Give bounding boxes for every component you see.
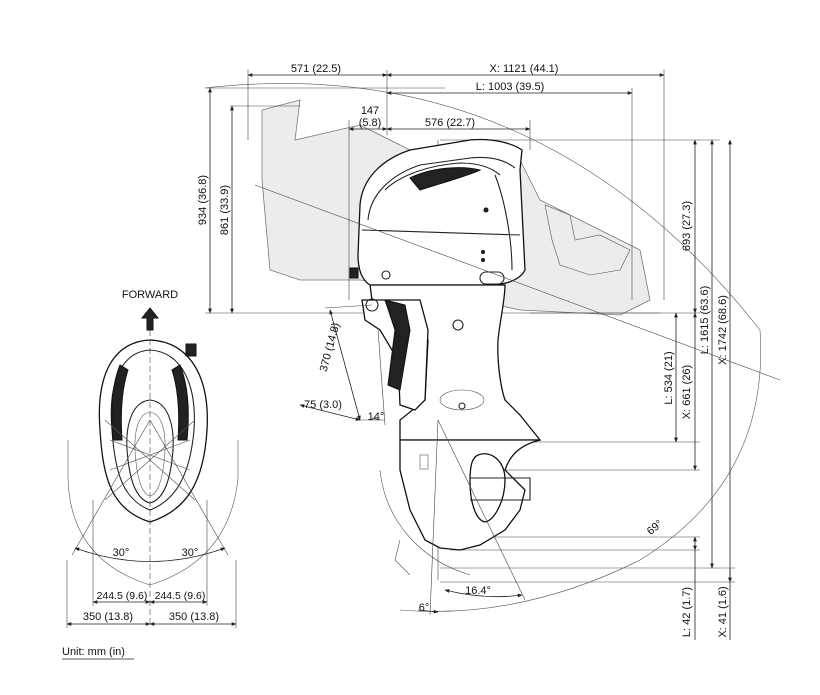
dim-350-right: 350 (13.8)	[169, 611, 219, 623]
dim-x-661: X: 661 (26)	[681, 365, 693, 419]
angle-69: 69°	[645, 518, 665, 538]
dim-244-5-right: 244.5 (9.6)	[155, 590, 206, 602]
side-view	[204, 70, 781, 640]
front-view	[66, 307, 239, 628]
engine-cowling	[357, 138, 526, 286]
dim-147: 147	[361, 105, 379, 117]
dim-576: 576 (22.7)	[425, 117, 475, 129]
dim-l-42: L: 42 (1.7)	[681, 587, 693, 637]
dim-x-1742: X: 1742 (68.6)	[717, 295, 729, 365]
angle-14: 14°	[368, 411, 385, 423]
forward-arrow-icon	[140, 307, 160, 331]
unit-label: Unit: mm (in)	[62, 646, 125, 658]
dim-147-in: (5.8)	[359, 117, 382, 129]
dim-l-1615: L: 1615 (63.6)	[699, 286, 711, 355]
dim-244-5-left: 244.5 (9.6)	[97, 590, 148, 602]
angle-16-4: 16.4°	[465, 585, 491, 597]
tilt-arc	[204, 83, 761, 612]
dim-x-1121: X: 1121 (44.1)	[490, 63, 559, 75]
dim-370: 370 (14.8)	[318, 321, 343, 373]
dimension-labels: FORWARD 571 (22.5) X: 1121 (44.1) L: 100…	[62, 63, 729, 660]
dim-350-left: 350 (13.8)	[83, 611, 133, 623]
angle-30-left: 30°	[113, 547, 130, 559]
dim-934: 934 (36.8)	[197, 175, 209, 225]
steering-handle-icon	[185, 343, 197, 357]
lower-unit	[399, 439, 541, 551]
dim-l-1003: L: 1003 (39.5)	[476, 81, 545, 93]
dim-x-41: X: 41 (1.6)	[717, 586, 729, 637]
forward-label: FORWARD	[122, 289, 178, 301]
dim-75: 75 (3.0)	[304, 399, 342, 411]
dim-693: 693 (27.3)	[681, 201, 693, 251]
angle-6: 6°	[419, 602, 430, 614]
dim-571: 571 (22.5)	[291, 63, 341, 75]
angle-30-right: 30°	[182, 547, 199, 559]
dim-861: 861 (33.9)	[219, 185, 231, 235]
dim-l-534: L: 534 (21)	[663, 351, 675, 404]
